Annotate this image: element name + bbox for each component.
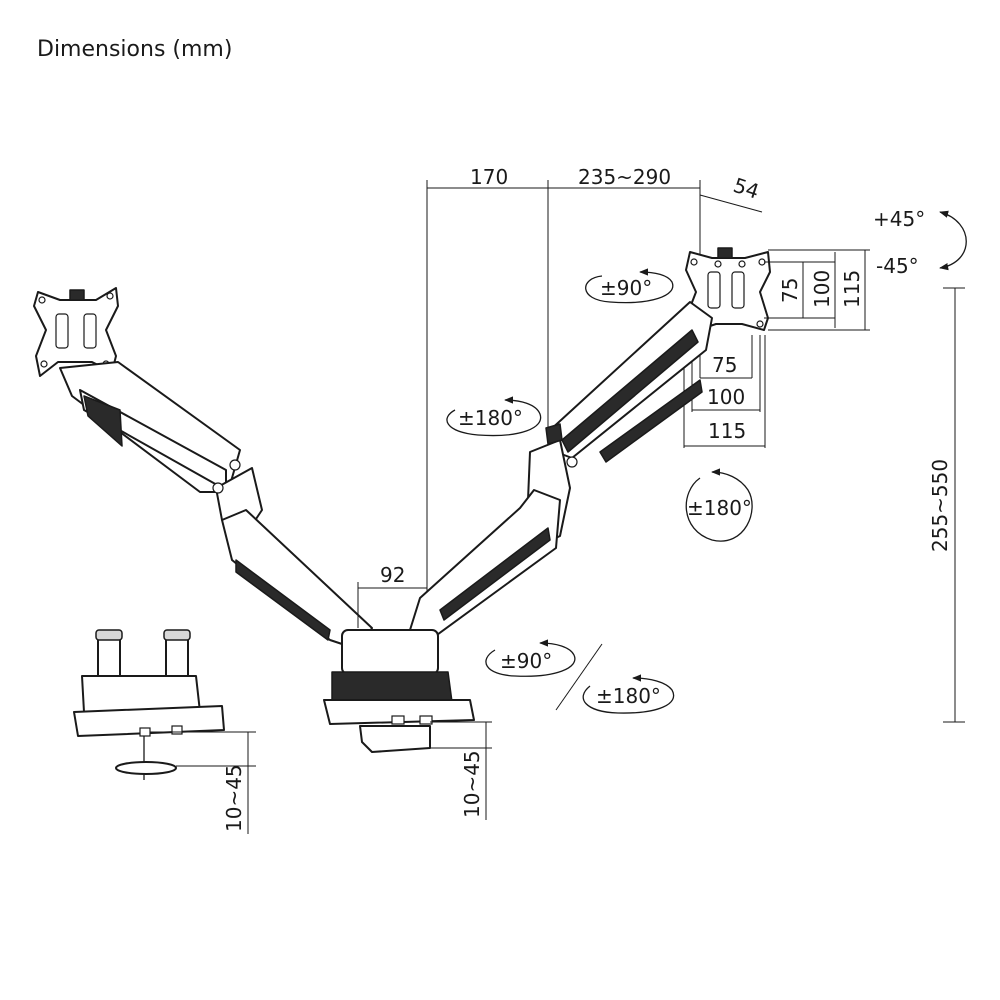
diagram-title: Dimensions (mm): [37, 37, 232, 62]
swivel-180-base-ellipse: [582, 674, 675, 714]
detached-clamp: [73, 629, 225, 780]
rotate-90-top-ellipse: [585, 268, 674, 304]
swivel-180-left-ellipse: [446, 396, 542, 437]
dim-75-vertical: 75: [778, 278, 802, 303]
height-dimension: [943, 287, 965, 723]
dim-10-45-right: 10~45: [460, 750, 484, 818]
dim-10-45-left: 10~45: [222, 764, 246, 832]
vesa-width-dims: [683, 335, 766, 448]
swivel-180-base-label: ±180°: [596, 684, 661, 708]
central-base: [323, 629, 475, 753]
dim-54: 54: [730, 173, 762, 204]
right-arm: [409, 301, 713, 641]
swivel-180-right-ellipse: [685, 468, 753, 542]
dim-92: 92: [380, 563, 405, 587]
vesa-height-dims: [764, 249, 870, 331]
swivel-180-left-label: ±180°: [458, 406, 523, 430]
top-dimension-lines: [426, 180, 763, 600]
tilt-down-label: -45°: [876, 254, 919, 278]
tilt-arc-icon: [939, 210, 967, 271]
clamp-range-left-dim: [150, 731, 256, 834]
tilt-up-label: +45°: [873, 207, 925, 231]
clamp-range-right-dim: [430, 721, 492, 820]
dim-255-550: 255~550: [928, 459, 952, 552]
arm-spacing-dimension: [357, 582, 427, 628]
rotate-90-base-label: ±90°: [500, 649, 552, 673]
dim-100-vertical: 100: [810, 270, 834, 308]
rotate-90-base-ellipse: [485, 639, 576, 677]
dim-115-horizontal: 115: [708, 419, 746, 443]
dim-170: 170: [470, 165, 508, 189]
dim-235-290: 235~290: [578, 165, 671, 189]
swivel-180-right-label: ±180°: [687, 496, 752, 520]
dim-115-vertical: 115: [840, 270, 864, 308]
rotate-90-top-label: ±90°: [600, 276, 652, 300]
left-arm: [59, 361, 373, 651]
dim-100-horizontal: 100: [707, 385, 745, 409]
dim-75-horizontal: 75: [712, 353, 737, 377]
vesa-plate-left: [33, 287, 119, 377]
rotation-divider: [555, 643, 603, 711]
